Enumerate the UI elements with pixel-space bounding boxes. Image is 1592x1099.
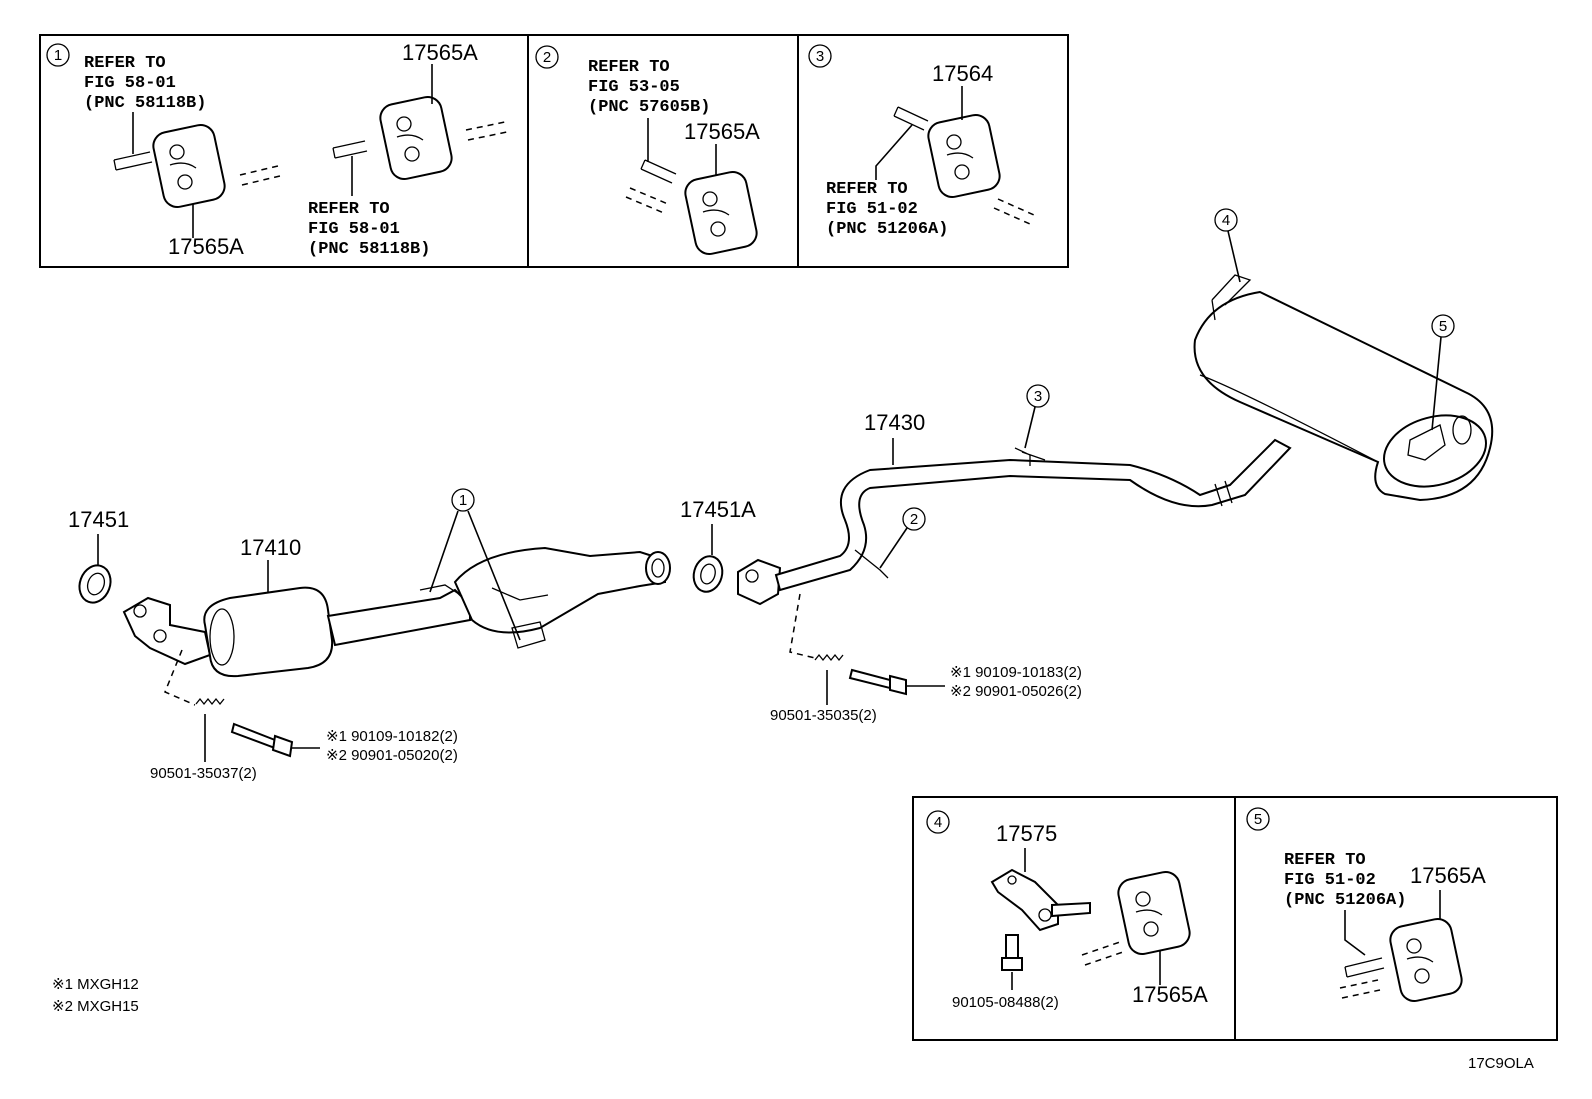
inset-3-hanger	[927, 113, 1001, 199]
callout-1-main	[451, 488, 475, 512]
inset-2-pin-dashed	[625, 187, 669, 214]
inset-1-refer-line-2: FIG 58-01	[84, 74, 176, 93]
inset-5-refer-line-2: FIG 51-02	[1284, 871, 1376, 890]
figure-code: 17C9OLA	[1468, 1055, 1534, 1072]
inset-4-bracket-label: 17575	[996, 821, 1057, 846]
callout-2-main-text: 2	[910, 511, 918, 528]
rear-spring	[814, 653, 844, 662]
callout-5-main	[1431, 314, 1455, 338]
rear-bolt-2-label: ※2 90901-05026(2)	[950, 683, 1082, 700]
main-assembly: 17451 17410 1	[68, 208, 1494, 782]
tail-pipe-label: 17430	[864, 410, 925, 435]
inset-3-pin-top	[893, 106, 929, 131]
callout-2-leader	[879, 527, 908, 569]
callout-3-main	[1026, 384, 1050, 408]
inset-2-refer-line-3: (PNC 57605B)	[588, 98, 710, 117]
front-pipe	[122, 546, 671, 678]
inset-1-refer-bottom-line-2: FIG 58-01	[308, 220, 400, 239]
inset-5-refer-line-1: REFER TO	[1284, 851, 1366, 870]
note-2: ※2 MXGH15	[52, 998, 139, 1015]
inset-1-pin-left	[113, 151, 153, 171]
muffler	[1193, 274, 1494, 502]
callout-3-main-text: 3	[1034, 388, 1042, 405]
callout-3-leader	[1024, 406, 1036, 449]
rear-spring-label: 90501-35035(2)	[770, 707, 877, 724]
inset-2-refer-line-1: REFER TO	[588, 58, 670, 77]
inset-5-part-label: 17565A	[1410, 863, 1486, 888]
inset-4-pin-dashed	[1081, 941, 1124, 966]
inset-5-hanger	[1389, 917, 1463, 1003]
inset-3-refer-line-3: (PNC 51206A)	[826, 220, 948, 239]
inset-1-refer-line-3: (PNC 58118B)	[84, 94, 206, 113]
front-spring	[195, 697, 225, 706]
inset-5-refer-line-3: (PNC 51206A)	[1284, 891, 1406, 910]
rear-bolt-1-label: ※1 90109-10183(2)	[950, 664, 1082, 681]
inset-1-hanger-right	[379, 95, 453, 181]
front-dashed-line	[164, 649, 196, 706]
inset-1-part-bottom-label: 17565A	[168, 234, 244, 259]
inset-4-bolt	[1001, 934, 1023, 971]
inset-4-bracket	[990, 868, 1091, 932]
front-bolt-1-label: ※1 90109-10182(2)	[326, 728, 458, 745]
front-pipe-label: 17410	[240, 535, 301, 560]
inset-3-leader-refer	[875, 124, 913, 180]
rear-dashed-line	[789, 593, 816, 659]
front-spring-label: 90501-35037(2)	[150, 765, 257, 782]
inset-1-refer-bottom-line-3: (PNC 58118B)	[308, 240, 430, 259]
rear-bolt	[848, 668, 907, 696]
inset-panel-3: 3 17564 REFER TO FIG 51-02 (PNC 51206A)	[797, 34, 1069, 268]
gasket-center-label: 17451A	[680, 497, 756, 522]
callout-1-leaders	[429, 510, 521, 641]
inset-1-refer-bottom-line-1: REFER TO	[308, 200, 390, 219]
callout-5-leader	[1431, 336, 1442, 431]
front-bolt	[230, 722, 294, 758]
front-bolt-2-label: ※2 90901-05020(2)	[326, 747, 458, 764]
inset-1-pin-dashed-right	[465, 121, 508, 141]
inset-3-refer-line-2: FIG 51-02	[826, 200, 918, 219]
callout-2-main	[902, 507, 926, 531]
callout-1-main-text: 1	[459, 492, 467, 509]
inset-1-part-top-label: 17565A	[402, 40, 478, 65]
inset-1-pin-mid	[332, 140, 368, 159]
note-1: ※1 MXGH12	[52, 976, 139, 993]
inset-2-refer-line-2: FIG 53-05	[588, 78, 680, 97]
inset-2-hanger	[684, 170, 758, 256]
inset-4-bolt-label: 90105-08488(2)	[952, 994, 1059, 1011]
inset-2-index: 2	[543, 49, 551, 66]
inset-1-index: 1	[54, 47, 62, 64]
tail-pipe	[737, 438, 1292, 606]
gasket-center	[692, 555, 724, 593]
inset-3-part-label: 17564	[932, 61, 993, 86]
callout-4-leader	[1227, 230, 1241, 283]
gasket-front-label: 17451	[68, 507, 129, 532]
callout-5-main-text: 5	[1439, 318, 1447, 335]
callout-4-main	[1214, 208, 1238, 232]
inset-5-index: 5	[1254, 811, 1262, 828]
inset-3-pin-dashed	[993, 198, 1035, 225]
inset-5-leader-refer	[1344, 910, 1366, 956]
inset-2-pin-top	[640, 159, 677, 184]
inset-panel-4: 4 17575 90105-08488(2) 17565A	[912, 796, 1236, 1041]
callout-4-main-text: 4	[1222, 212, 1230, 229]
inset-1-pin-dashed-left	[239, 164, 285, 186]
inset-5-pin	[1344, 957, 1385, 978]
inset-4-index: 4	[934, 814, 942, 831]
inset-1-refer-line-1: REFER TO	[84, 54, 166, 73]
inset-3-refer-line-1: REFER TO	[826, 180, 908, 199]
inset-3-index: 3	[816, 48, 824, 65]
inset-panel-2: 2 REFER TO FIG 53-05 (PNC 57605B) 17565A	[527, 34, 799, 268]
inset-4-hanger	[1117, 870, 1191, 956]
gasket-front	[78, 564, 112, 604]
inset-panel-1: 1 REFER TO FIG 58-01 (PNC 58118B) 17565A…	[39, 34, 529, 268]
inset-4-hanger-label: 17565A	[1132, 982, 1208, 1007]
inset-panel-5: 5 REFER TO FIG 51-02 (PNC 51206A) 17565A	[1234, 796, 1558, 1041]
inset-2-part-label: 17565A	[684, 119, 760, 144]
inset-5-pin-dashed	[1339, 979, 1381, 999]
inset-1-hanger-left	[152, 123, 226, 209]
